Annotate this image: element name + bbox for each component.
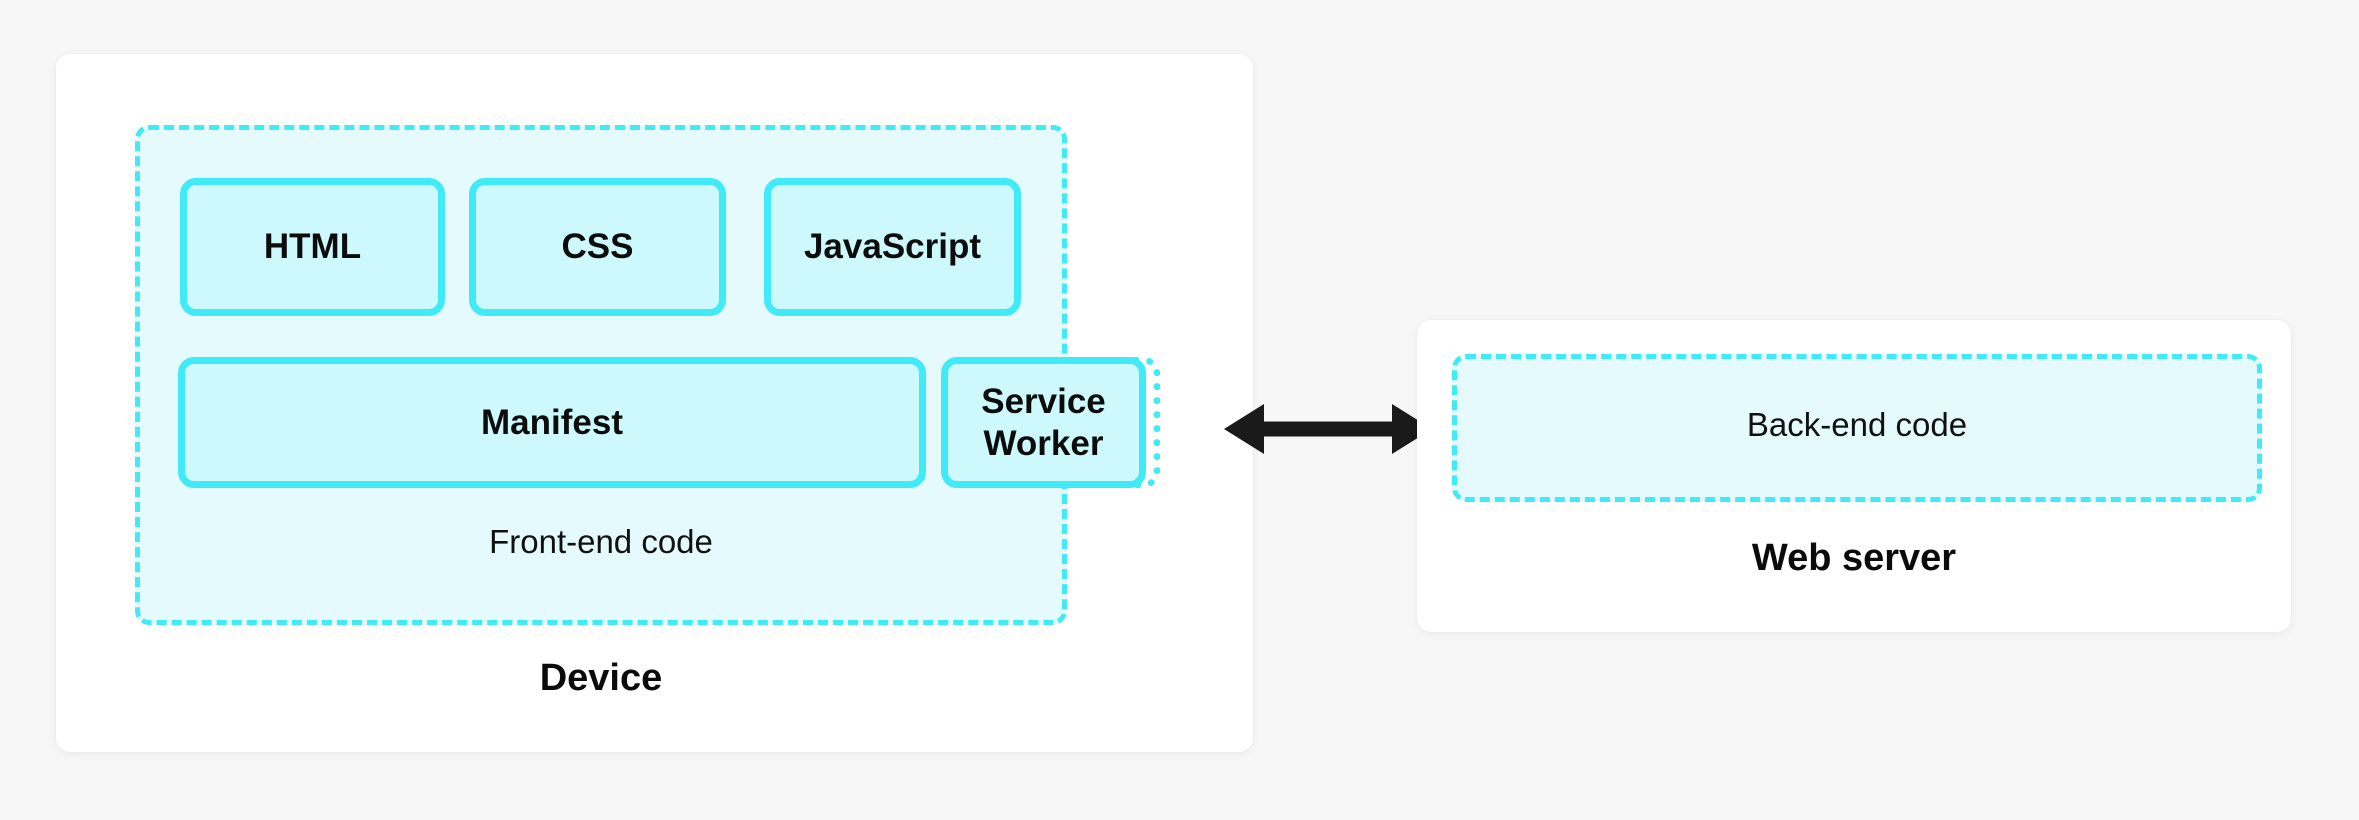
chip-html[interactable]: HTML xyxy=(180,178,445,316)
front-end-code-caption: Front-end code xyxy=(489,523,713,560)
chip-service-worker-label-line2: Worker xyxy=(983,423,1104,463)
chip-service-worker[interactable]: Service Worker xyxy=(941,357,1160,488)
web-server-title: Web server xyxy=(1751,537,1957,579)
double-headed-arrow-icon xyxy=(1224,404,1432,454)
device-title: Device xyxy=(539,657,663,699)
chip-javascript[interactable]: JavaScript xyxy=(764,178,1021,316)
chip-service-worker-label-line1: Service xyxy=(981,382,1106,422)
chip-css[interactable]: CSS xyxy=(469,178,726,316)
chip-manifest[interactable]: Manifest xyxy=(178,357,926,488)
chip-html-label: HTML xyxy=(263,227,362,267)
chip-manifest-label: Manifest xyxy=(481,402,623,442)
back-end-code-caption: Back-end code xyxy=(1746,406,1968,443)
chip-css-label: CSS xyxy=(561,227,634,267)
back-end-code-region xyxy=(1452,354,2262,502)
chip-javascript-label: JavaScript xyxy=(803,227,982,267)
chip-service-worker-label: Service Worker xyxy=(981,381,1106,464)
